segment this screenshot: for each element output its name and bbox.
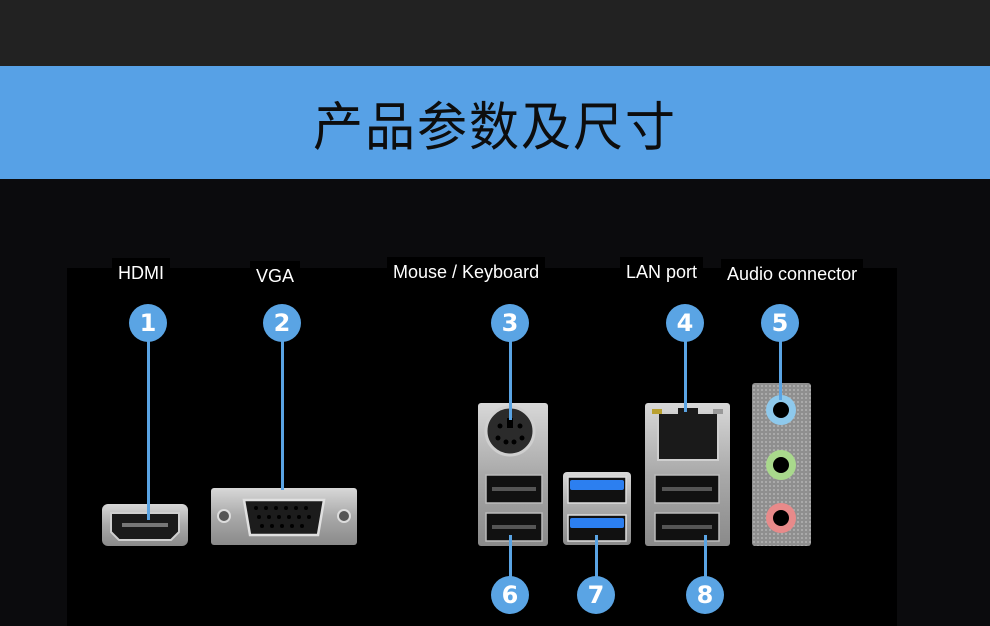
badge-3: 3 — [491, 304, 529, 342]
hdmi-port-icon — [102, 504, 188, 546]
audio-jack-panel-icon — [752, 383, 811, 546]
badge-4: 4 — [666, 304, 704, 342]
badge-1: 1 — [129, 304, 167, 342]
vga-port-icon — [211, 488, 357, 545]
badge-7: 7 — [577, 576, 615, 614]
leader-line-6 — [509, 535, 512, 585]
lan-usb-stack-icon — [645, 403, 730, 546]
top-bar — [0, 0, 990, 66]
leader-line-1 — [147, 340, 150, 520]
leader-line-3 — [509, 340, 512, 420]
label-mouse-keyboard: Mouse / Keyboard — [387, 257, 546, 287]
leader-line-7 — [595, 535, 598, 585]
leader-line-2 — [281, 340, 284, 490]
page-title: 产品参数及尺寸 — [313, 96, 677, 158]
badge-6: 6 — [491, 576, 529, 614]
leader-line-8 — [704, 535, 707, 585]
badge-8: 8 — [686, 576, 724, 614]
leader-line-5 — [779, 340, 782, 400]
ps2-usb-stack-icon — [478, 403, 548, 546]
title-banner: 产品参数及尺寸 — [0, 66, 990, 179]
usb3-stack-icon — [563, 472, 631, 545]
label-audio-connector: Audio connector — [721, 259, 864, 289]
badge-2: 2 — [263, 304, 301, 342]
leader-line-4 — [684, 340, 687, 412]
label-hdmi: HDMI — [112, 258, 170, 288]
badge-5: 5 — [761, 304, 799, 342]
label-vga: VGA — [250, 261, 301, 291]
label-lan-port: LAN port — [620, 257, 704, 287]
